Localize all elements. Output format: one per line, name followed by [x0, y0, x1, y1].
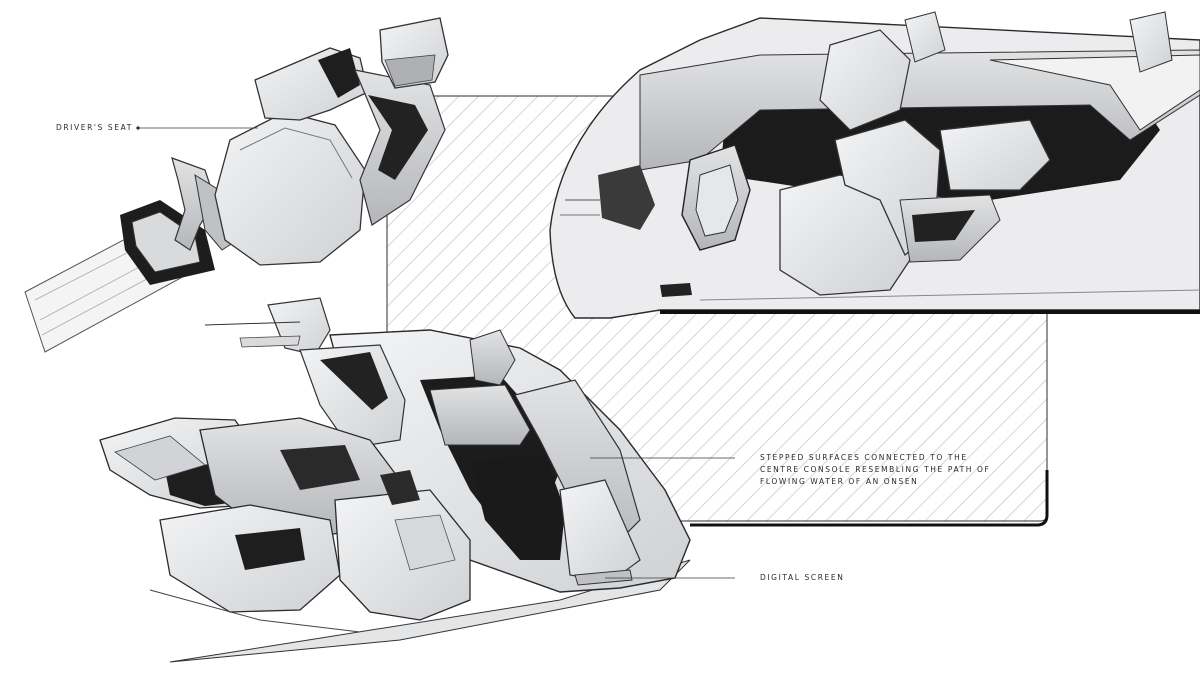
annotation-leaders [136, 126, 735, 579]
annotation-digital-screen: DIGITAL SCREEN [760, 573, 845, 582]
annotation-stepped-surfaces: STEPPED SURFACES CONNECTED TO THE CENTRE… [760, 452, 990, 488]
annotation-drivers-seat: DRIVER'S SEAT [56, 123, 133, 132]
annotation-stepped-surfaces-line-2: CENTRE CONSOLE RESEMBLING THE PATH OF [760, 465, 991, 474]
annotation-stepped-surfaces-line-1: STEPPED SURFACES CONNECTED TO THE [760, 453, 968, 462]
annotation-stepped-surfaces-line-3: FLOWING WATER OF AN ONSEN [760, 477, 919, 486]
drivers-seat-sketch [24, 17, 449, 353]
seat-console-perspective-sketch [99, 297, 691, 663]
cabin-overview-sketch [549, 11, 1200, 319]
